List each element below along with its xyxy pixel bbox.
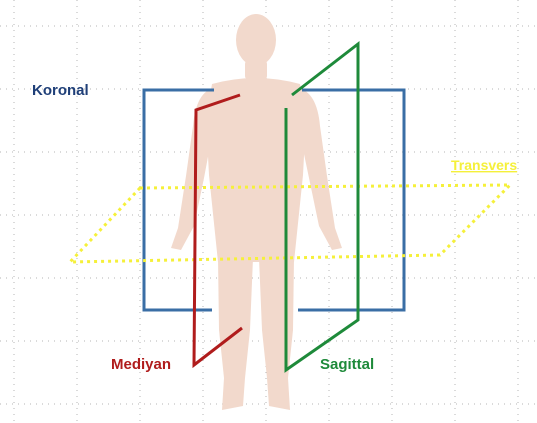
- koronal-label: Koronal: [32, 82, 89, 99]
- right-arm-shape: [298, 88, 342, 250]
- neck-shape: [245, 60, 267, 80]
- head-shape: [236, 14, 276, 66]
- sagittal-label: Sagittal: [320, 356, 374, 373]
- right-leg-shape: [259, 258, 294, 410]
- transvers-label: Transvers: [451, 157, 517, 173]
- left-arm-shape: [171, 88, 214, 250]
- torso-shape: [206, 78, 306, 262]
- mediyan-label: Mediyan: [111, 356, 171, 373]
